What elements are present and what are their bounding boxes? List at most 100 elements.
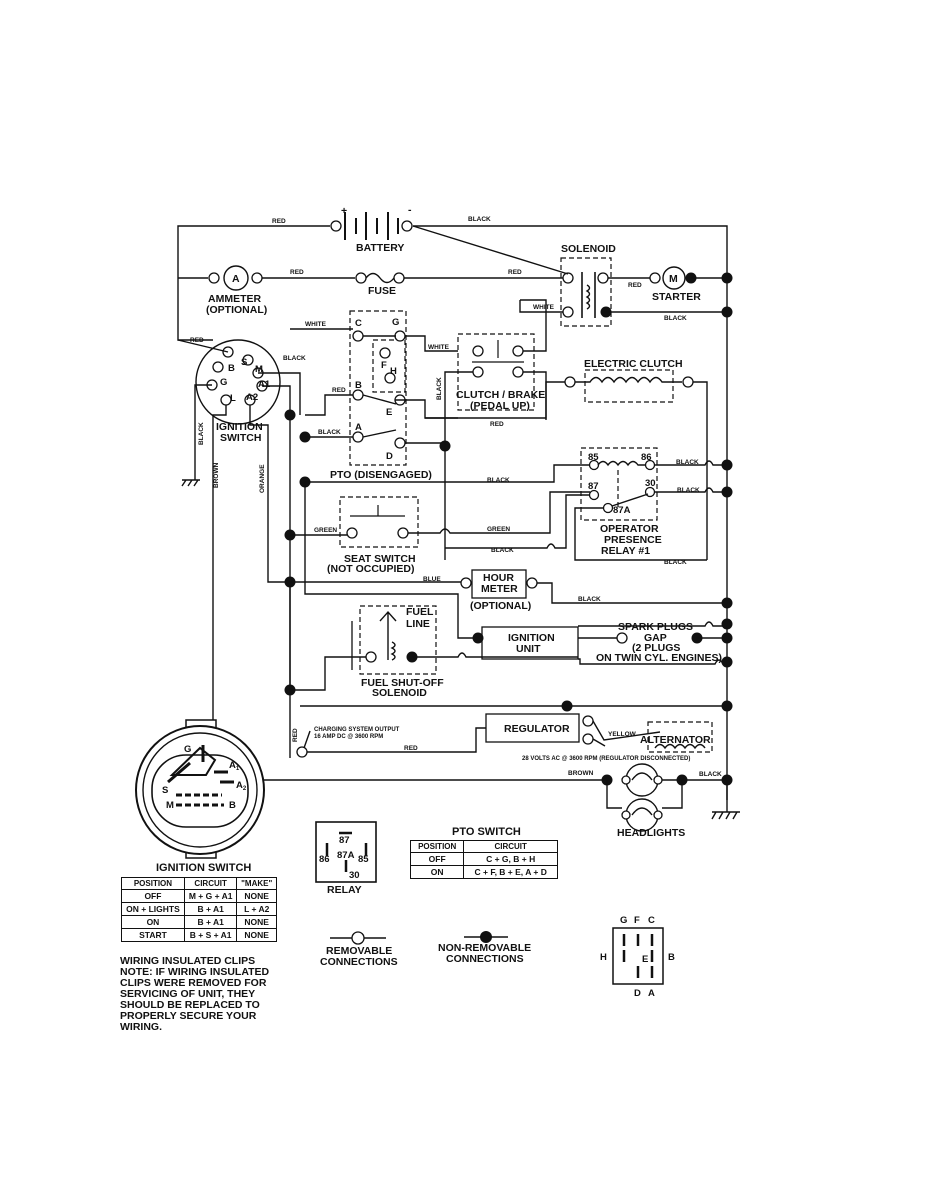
relay-term-87: 87: [588, 481, 599, 492]
ignition-switch-face: G A1 A2 S M B: [135, 719, 265, 859]
pto-label: PTO (DISENGAGED): [330, 469, 432, 481]
legend-removable-2: CONNECTIONS: [320, 956, 398, 968]
relay-sym-86: 86: [319, 854, 330, 865]
ign-label-2: SWITCH: [220, 432, 261, 444]
battery-plus: +: [341, 205, 347, 217]
sym-term-a2: A2: [236, 780, 247, 792]
solenoid-box: [560, 257, 612, 327]
ignition-switch-table: POSITION CIRCUIT "MAKE" OFF M + G + A1 N…: [121, 877, 277, 942]
wire-black-relay-30: BLACK: [677, 487, 700, 494]
table-cell: ON + LIGHTS: [121, 902, 185, 916]
spark-label-1: SPARK PLUGS: [618, 621, 693, 633]
pto-term-h: H: [390, 366, 397, 377]
relay-term-85: 85: [588, 452, 599, 463]
wire-black-hour: BLACK: [578, 596, 601, 603]
wire-black-relay-86: BLACK: [676, 459, 699, 466]
wire-blue: BLUE: [423, 576, 441, 583]
regulator-alternator: CHARGING SYSTEM OUTPUT 16 AMP DC @ 3600 …: [289, 700, 733, 762]
plug-term-h: H: [600, 952, 607, 963]
plug-term-f: F: [634, 915, 640, 926]
legend-nonremovable-2: CONNECTIONS: [446, 953, 524, 965]
wire-white-clutch: WHITE: [428, 344, 450, 351]
battery-minus: -: [408, 204, 412, 216]
ign-term-a2: A2: [246, 392, 258, 403]
wire-black-top: BLACK: [468, 216, 491, 223]
clutch-label-1: CLUTCH / BRAKE: [456, 389, 545, 401]
plug-term-g: G: [620, 915, 627, 926]
ignition-unit-label-2: UNIT: [516, 643, 541, 655]
relay-sym-85: 85: [358, 854, 369, 865]
wire-orange: ORANGE: [259, 464, 266, 493]
pto-table-header: POSITION: [409, 840, 465, 853]
electric-clutch-label: ELECTRIC CLUTCH: [584, 358, 683, 370]
table-cell: ON: [121, 915, 185, 929]
fuel-label-2: LINE: [406, 618, 430, 630]
alternator-label: ALTERNATOR: [640, 734, 711, 746]
table-cell: NONE: [236, 889, 277, 903]
ign-term-s: S: [241, 357, 247, 368]
table-cell: B + S + A1: [183, 928, 238, 942]
ammeter-label: AMMETER: [208, 293, 261, 305]
plug-term-d: D: [634, 988, 641, 999]
table-cell: START: [121, 928, 185, 942]
seat-switch: SEAT SWITCH (NOT OCCUPIED) GREEN GREEN: [290, 491, 590, 575]
note-heading: WIRING INSULATED CLIPS: [120, 955, 256, 967]
ignition-table-title: IGNITION SWITCH: [156, 862, 252, 874]
table-row: ON + LIGHTS B + A1 L + A2: [121, 902, 277, 916]
wire-black-pto-relay: BLACK: [487, 477, 510, 484]
solenoid-label: SOLENOID: [561, 243, 616, 255]
hour-label-3: (OPTIONAL): [470, 600, 531, 612]
pto-term-b: B: [355, 380, 362, 391]
fuse-label: FUSE: [368, 285, 396, 297]
starter-motor: [662, 266, 686, 290]
wire-brown: BROWN: [213, 462, 220, 488]
ign-term-m: M: [255, 364, 263, 375]
wire-white-solenoid: WHITE: [533, 304, 555, 311]
pto-switch-table: POSITION CIRCUIT OFF C + G, B + H ON C +…: [409, 840, 558, 879]
table-row: OFF C + G, B + H: [409, 852, 558, 866]
relay-term-87a: 87A: [613, 505, 631, 516]
pto-term-d: D: [386, 451, 393, 462]
operator-presence-relay: 85 86 87 30 87A OPERATOR PRESENCE RELAY …: [305, 447, 733, 566]
spark-label-4: ON TWIN CYL. ENGINES): [596, 652, 722, 664]
wiring-note: WIRING INSULATED CLIPS NOTE: IF WIRING I…: [120, 956, 295, 1033]
wire-brown-headlights: BROWN: [568, 770, 594, 777]
pto-table-header: CIRCUIT: [463, 840, 558, 853]
headlights-label: HEADLIGHTS: [617, 827, 685, 839]
table-row: ON C + F, B + E, A + D: [409, 865, 558, 879]
electric-clutch: ELECTRIC CLUTCH: [564, 358, 708, 560]
wire-red-regulator: RED: [404, 745, 418, 752]
relay-sym-87a: 87A: [337, 850, 355, 861]
relay-sym-30: 30: [349, 870, 360, 881]
table-cell: B + A1: [183, 915, 238, 929]
table-cell: C + F, B + E, A + D: [463, 865, 558, 879]
pto-switch: C G F H B E A D PTO (DISENGAGED) WHITE W…: [290, 310, 458, 481]
plug-term-a: A: [648, 988, 655, 999]
wire-black-solenoid: BLACK: [664, 315, 687, 322]
charging-label-2: 16 AMP DC @ 3600 RPM: [314, 734, 383, 740]
sym-term-a1: A1: [229, 760, 240, 772]
plug-term-e: E: [642, 954, 648, 965]
spark-label-3: (2 PLUGS: [632, 642, 680, 654]
clutch-brake-switch: CLUTCH / BRAKE (PEDAL UP) BLACK RED: [425, 299, 566, 560]
starter-label: STARTER: [652, 291, 701, 303]
fuel-shutoff-solenoid: FUEL LINE FUEL SHUT-OFF SOLENOID: [290, 605, 578, 699]
operator-label-3: RELAY #1: [601, 545, 650, 557]
operator-label-2: PRESENCE: [604, 534, 662, 546]
wire-red-charging: RED: [292, 728, 299, 742]
spark-label-2: GAP: [644, 632, 667, 644]
pto-term-e: E: [386, 407, 392, 418]
table-row: START B + S + A1 NONE: [121, 928, 277, 942]
hour-meter: HOUR METER (OPTIONAL) BLUE BLACK: [290, 569, 733, 612]
sym-term-s: S: [162, 785, 168, 796]
wire-black-ground: BLACK: [198, 422, 205, 445]
sym-term-b: B: [229, 800, 236, 811]
legend: REMOVABLE CONNECTIONS NON-REMOVABLE CONN…: [320, 931, 531, 968]
table-cell: OFF: [121, 889, 185, 903]
pto-term-f: F: [381, 360, 387, 371]
ammeter-symbol: A: [232, 273, 240, 285]
headlights: BROWN BLACK HEADLIGHTS: [568, 763, 740, 839]
wire-red-ammeter: RED: [290, 269, 304, 276]
wire-red-fuse: RED: [508, 269, 522, 276]
